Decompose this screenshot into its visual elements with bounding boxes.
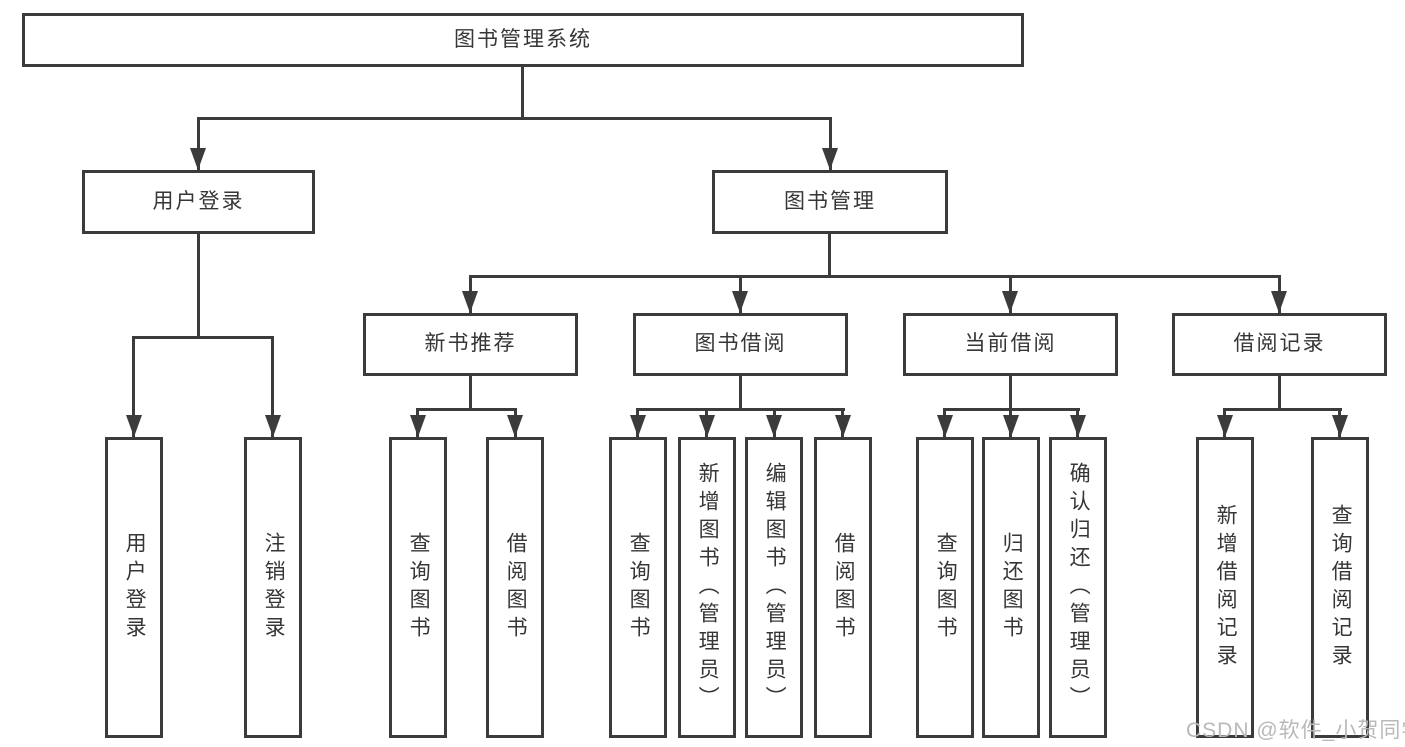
arrowhead-into-current-borrow — [1002, 291, 1018, 313]
node-current-borrow: 当前借阅 — [903, 313, 1118, 376]
arrowhead-g3-leaf-1 — [937, 415, 953, 437]
arrowhead-g2-leaf-1 — [630, 415, 646, 437]
arrowhead-into-user-login — [190, 148, 206, 170]
arrowhead-into-leaf-login — [126, 415, 142, 437]
connector-g4-trunk — [1278, 376, 1281, 408]
leaf-current-return-book: 归还图书 — [982, 437, 1040, 738]
leaf-borrow-edit-book-admin: 编辑图书（管理员） — [745, 437, 803, 738]
arrowhead-g2-leaf-3 — [766, 415, 782, 437]
leaf-current-search-book: 查询图书 — [916, 437, 974, 738]
node-new-book-rec: 新书推荐 — [363, 313, 578, 376]
connector-g3-trunk — [1009, 376, 1012, 408]
node-root-system: 图书管理系统 — [22, 13, 1024, 67]
connector-user-login-rail — [132, 336, 274, 339]
arrowhead-into-borrow-record — [1271, 291, 1287, 313]
connector-root-rail — [197, 117, 832, 120]
arrowhead-g2-leaf-4 — [835, 415, 851, 437]
arrowhead-g3-leaf-2 — [1003, 415, 1019, 437]
connector-book-mgmt-trunk — [828, 234, 831, 275]
connector-g4-rail — [1223, 408, 1342, 411]
arrowhead-into-leaf-logout — [265, 415, 281, 437]
connector-book-mgmt-rail — [469, 275, 1281, 278]
arrowhead-g4-leaf-1 — [1217, 415, 1233, 437]
arrowhead-into-new-book — [462, 291, 478, 313]
leaf-borrow-search-book: 查询图书 — [609, 437, 667, 738]
connector-g2-rail — [636, 408, 845, 411]
arrowhead-g3-leaf-3 — [1070, 415, 1086, 437]
node-book-borrow: 图书借阅 — [633, 313, 848, 376]
leaf-newrec-search-book: 查询图书 — [389, 437, 447, 738]
leaf-newrec-borrow-book: 借阅图书 — [486, 437, 544, 738]
leaf-current-confirm-return-admin: 确认归还（管理员） — [1049, 437, 1107, 738]
arrowhead-g2-leaf-2 — [699, 415, 715, 437]
connector-g1-trunk — [469, 376, 472, 408]
connector-g1-rail — [416, 408, 517, 411]
connector-root-trunk — [521, 67, 524, 117]
leaf-user-login: 用户登录 — [105, 437, 163, 738]
connector-user-login-trunk — [197, 234, 200, 336]
leaf-borrow-add-book-admin: 新增图书（管理员） — [678, 437, 736, 738]
arrowhead-g1-leaf-1 — [410, 415, 426, 437]
leaf-record-search-record: 查询借阅记录 — [1311, 437, 1369, 738]
node-borrow-record: 借阅记录 — [1172, 313, 1387, 376]
arrowhead-g4-leaf-2 — [1332, 415, 1348, 437]
watermark: CSDN @软件_小贺同学 — [1186, 719, 1405, 742]
node-book-mgmt: 图书管理 — [712, 170, 948, 234]
connector-stem-user-login — [197, 117, 200, 170]
connector-stem-leaf-login — [132, 336, 135, 437]
leaf-logout: 注销登录 — [244, 437, 302, 738]
connector-stem-book-mgmt — [829, 117, 832, 170]
leaf-record-add-record: 新增借阅记录 — [1196, 437, 1254, 738]
leaf-borrow-borrow-book: 借阅图书 — [814, 437, 872, 738]
node-user-login: 用户登录 — [82, 170, 315, 234]
arrowhead-g1-leaf-2 — [507, 415, 523, 437]
arrowhead-into-book-borrow — [732, 291, 748, 313]
arrowhead-into-book-mgmt — [822, 148, 838, 170]
connector-stem-leaf-logout — [271, 336, 274, 437]
connector-g2-trunk — [739, 376, 742, 408]
